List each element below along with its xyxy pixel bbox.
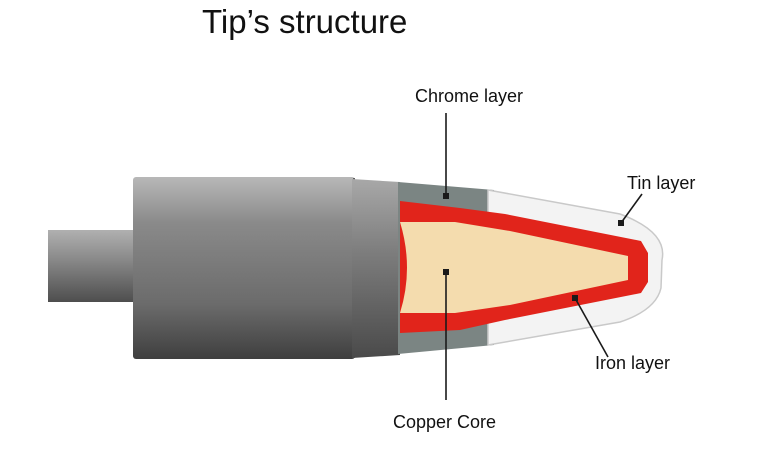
body-cylinder [133, 177, 355, 359]
iron-marker [572, 295, 578, 301]
iron-leader [574, 297, 609, 358]
chrome-layer-label: Chrome layer [415, 86, 523, 106]
chrome-marker [443, 193, 449, 199]
tin-leader [620, 193, 643, 224]
markers [443, 193, 624, 301]
diagram-title: Tip’s structure [202, 3, 407, 40]
copper-marker [443, 269, 449, 275]
shaft [48, 230, 136, 302]
body-taper [352, 179, 400, 358]
iron-layer-label: Iron layer [595, 353, 670, 373]
tin-layer-label: Tin layer [627, 173, 695, 193]
tin-marker [618, 220, 624, 226]
copper-core [400, 222, 628, 313]
leaders [445, 113, 643, 400]
copper-core-label: Copper Core [393, 412, 496, 432]
